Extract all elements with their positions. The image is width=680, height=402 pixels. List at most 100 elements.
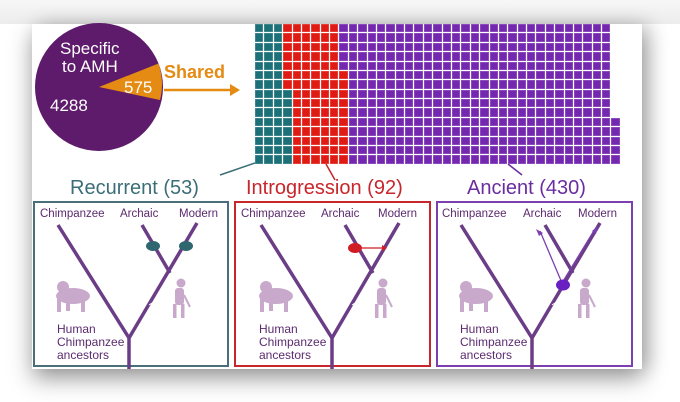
waffle-cell-ancient [583, 42, 592, 52]
waffle-cell-introgression [311, 33, 320, 42]
waffle-cell-ancient [536, 155, 545, 164]
waffle-cell-introgression [339, 108, 348, 117]
waffle-cell-ancient [480, 70, 489, 80]
waffle-cell-ancient [498, 155, 508, 164]
waffle-cell-introgression [283, 52, 292, 61]
waffle-cell-introgression [320, 127, 330, 136]
waffle-cell-ancient [564, 52, 573, 61]
waffle-cell-introgression [311, 145, 320, 155]
waffle-cell-ancient [527, 42, 536, 52]
waffle-cell-ancient [489, 136, 498, 145]
waffle-cell-introgression [320, 61, 330, 70]
waffle-cell-ancient [480, 136, 489, 145]
waffle-cell-ancient [376, 80, 386, 89]
waffle-cell-ancient [564, 155, 573, 164]
waffle-cell-ancient [414, 127, 423, 136]
waffle-cell-ancient [367, 108, 376, 117]
waffle-cell-ancient [405, 127, 414, 136]
waffle-cell-ancient [573, 80, 583, 89]
waffle-cell-introgression [311, 61, 320, 70]
waffle-cell-ancient [564, 70, 573, 80]
waffle-cell-ancient [367, 155, 376, 164]
waffle-cell-ancient [395, 136, 405, 145]
waffle-cell-ancient [498, 117, 508, 127]
waffle-cell-introgression [320, 24, 330, 33]
waffle-cell-ancient [592, 24, 602, 33]
waffle-cell-ancient [451, 52, 461, 61]
waffle-cell-ancient [367, 89, 376, 99]
waffle-cell-introgression [301, 42, 311, 52]
waffle-cell-ancient [451, 33, 461, 42]
waffle-cell-ancient [527, 80, 536, 89]
waffle-cell-ancient [442, 127, 451, 136]
waffle-cell-ancient [451, 42, 461, 52]
waffle-cell-ancient [564, 33, 573, 42]
waffle-cell-ancient [367, 117, 376, 127]
waffle-cell-ancient [602, 42, 611, 52]
waffle-cell-ancient [480, 155, 489, 164]
waffle-cell-ancient [536, 42, 545, 52]
waffle-cell-ancient [461, 145, 470, 155]
waffle-cell-ancient [545, 42, 555, 52]
waffle-cell-ancient [433, 127, 442, 136]
waffle-cell-ancient [442, 52, 451, 61]
waffle-cell-ancient [348, 155, 358, 164]
waffle-cell-ancient [508, 80, 517, 89]
waffle-cell-ancient [602, 155, 611, 164]
waffle-cell-ancient [461, 80, 470, 89]
waffle-cell-ancient [470, 127, 480, 136]
waffle-cell-ancient [536, 24, 545, 33]
waffle-cell-ancient [433, 70, 442, 80]
waffle-cell-ancient [545, 117, 555, 127]
waffle-cell-ancient [423, 61, 433, 70]
waffle-cell-ancient [508, 136, 517, 145]
waffle-cell-introgression [283, 24, 292, 33]
waffle-cell-recurrent [255, 89, 264, 99]
label-chimpanzee: Chimpanzee [40, 208, 105, 220]
waffle-cell-ancient [386, 136, 395, 145]
waffle-cell-ancient [564, 89, 573, 99]
waffle-cell-ancient [498, 42, 508, 52]
waffle-cell-ancient [339, 24, 348, 33]
waffle-cell-ancient [414, 33, 423, 42]
waffle-cell-ancient [555, 24, 564, 33]
waffle-cell-introgression [339, 80, 348, 89]
waffle-cell-recurrent [264, 24, 273, 33]
waffle-cell-recurrent [273, 127, 283, 136]
waffle-cell-ancient [536, 127, 545, 136]
waffle-cell-ancient [433, 136, 442, 145]
waffle-cell-ancient [573, 127, 583, 136]
waffle-cell-ancient [376, 33, 386, 42]
waffle-cell-introgression [330, 24, 339, 33]
waffle-cell-ancient [498, 61, 508, 70]
waffle-cell-ancient [611, 127, 620, 136]
label-modern: Modern [179, 208, 218, 220]
waffle-cell-introgression [301, 145, 311, 155]
waffle-cell-ancient [602, 61, 611, 70]
panel-recurrent: Chimpanzee Archaic Modern Human Chim [33, 201, 229, 369]
waffle-cell-ancient [348, 136, 358, 145]
waffle-cell-recurrent [273, 99, 283, 108]
waffle-cell-ancient [414, 42, 423, 52]
waffle-cell-ancient [517, 108, 527, 117]
waffle-cell-introgression [311, 127, 320, 136]
waffle-cell-ancient [423, 42, 433, 52]
waffle-cell-ancient [583, 127, 592, 136]
waffle-cell-introgression [320, 99, 330, 108]
waffle-cell-ancient [367, 136, 376, 145]
waffle-cell-ancient [508, 145, 517, 155]
waffle-cell-recurrent [264, 80, 273, 89]
waffle-cell-recurrent [255, 127, 264, 136]
ancestor-label: Human Chimpanzee ancestors [460, 322, 528, 362]
waffle-cell-ancient [489, 99, 498, 108]
waffle-cell-ancient [527, 108, 536, 117]
waffle-cell-ancient [414, 70, 423, 80]
waffle-cell-ancient [451, 136, 461, 145]
waffle-cell-ancient [573, 108, 583, 117]
waffle-cell-ancient [461, 61, 470, 70]
waffle-cell-ancient [348, 99, 358, 108]
chimp-silhouette-icon [259, 281, 293, 312]
waffle-cell-ancient [339, 33, 348, 42]
waffle-cell-ancient [367, 42, 376, 52]
